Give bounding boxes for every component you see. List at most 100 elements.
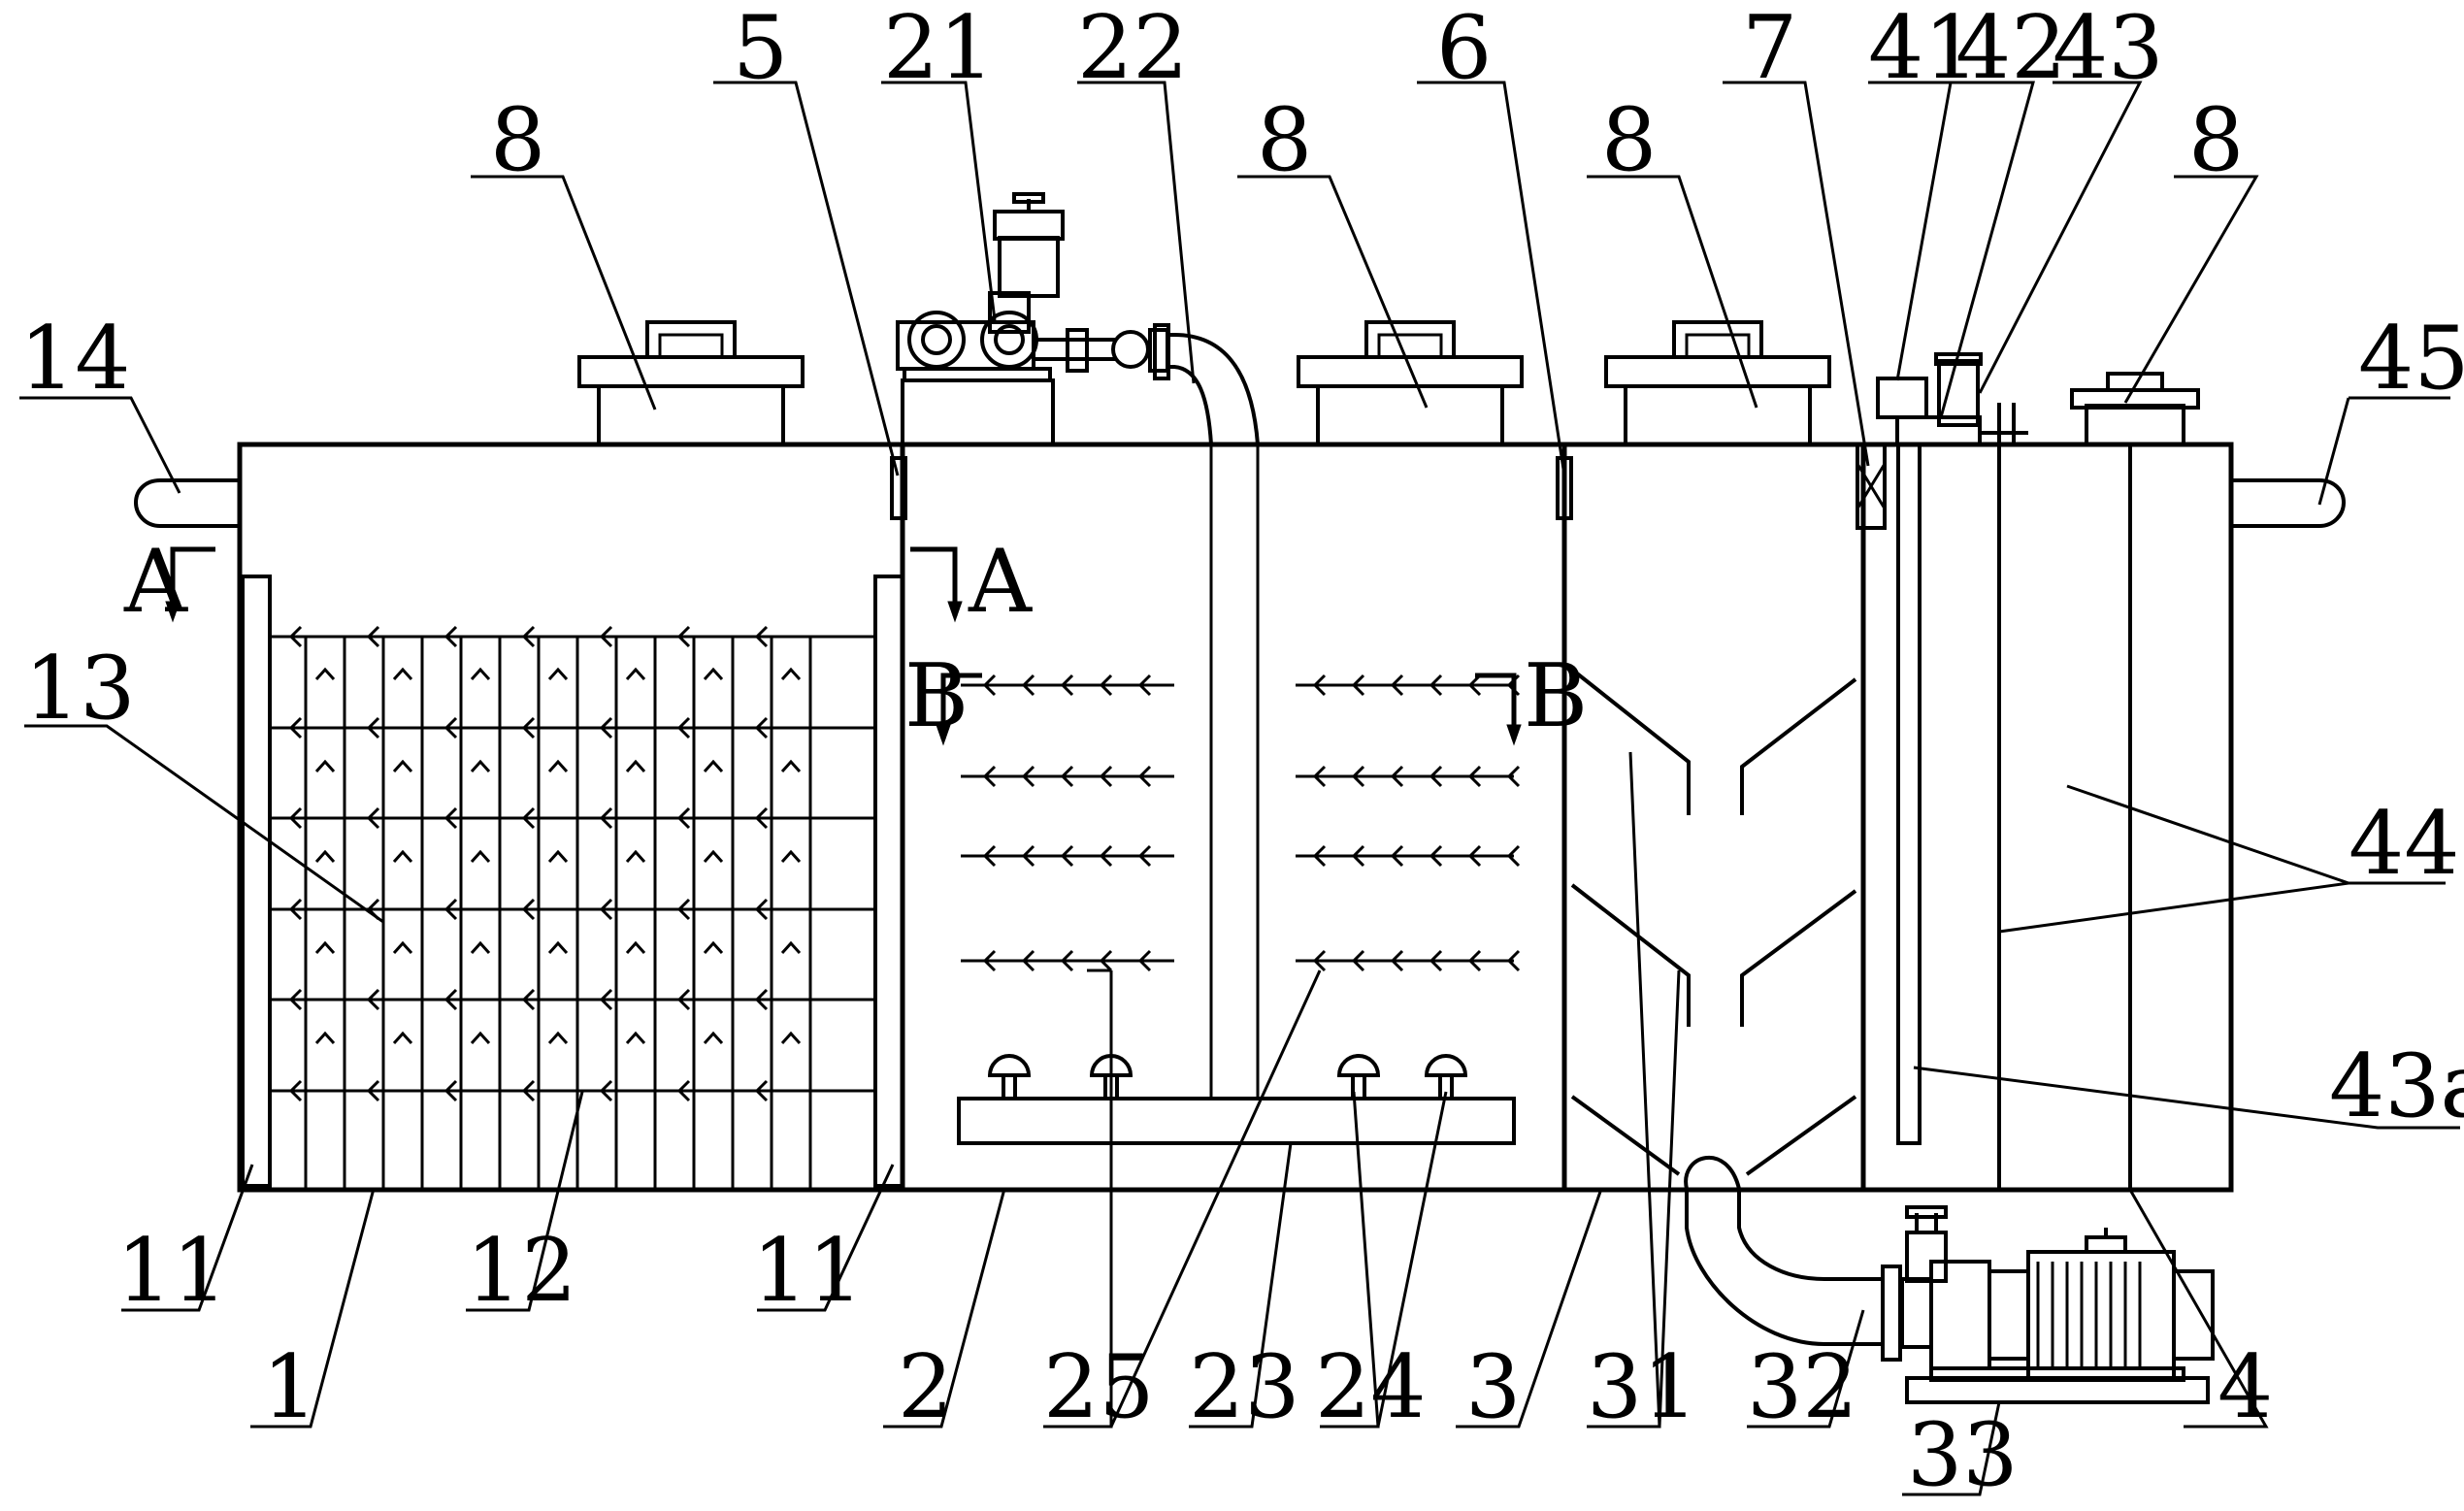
callout-14: 14 — [19, 308, 131, 410]
flow-arrow — [780, 849, 802, 864]
flow-arrow — [1467, 765, 1482, 788]
section-label-b-left: B — [904, 645, 969, 747]
flow-arrow — [1060, 765, 1074, 788]
blower-unit — [896, 192, 1169, 446]
callout-43: 43 — [2053, 0, 2164, 99]
callout-23: 23 — [1189, 1336, 1300, 1438]
callout-2: 2 — [898, 1336, 953, 1438]
section-mark-b-right: B — [1475, 645, 1588, 747]
flow-arrow — [1099, 949, 1113, 972]
flow-arrow — [444, 716, 458, 739]
flow-arrow — [392, 759, 413, 773]
callout-42: 42 — [1955, 0, 2067, 99]
packing-flow-arrows — [961, 673, 1521, 972]
flow-arrow — [1099, 673, 1113, 697]
flow-arrow — [547, 667, 569, 681]
flow-arrow — [1099, 765, 1113, 788]
flow-arrow — [625, 849, 646, 864]
flow-arrow — [780, 759, 802, 773]
flow-arrow — [444, 988, 458, 1011]
callout-31: 31 — [1587, 1336, 1698, 1438]
flow-arrow — [625, 1031, 646, 1045]
flow-arrow — [1506, 844, 1521, 868]
flow-arrow — [780, 667, 802, 681]
flow-arrow — [1390, 844, 1404, 868]
callout-8-third: 8 — [1601, 89, 1657, 191]
flow-arrow — [599, 988, 613, 1011]
inclined-baffle-mid-left — [1570, 883, 1691, 1027]
section-mark-a-left: A — [123, 531, 215, 633]
flow-arrow — [521, 625, 536, 648]
callout-11-left: 11 — [116, 1220, 228, 1322]
flow-arrow — [444, 1079, 458, 1102]
flow-arrow — [470, 849, 491, 864]
callout-7: 7 — [1742, 0, 1797, 99]
flow-arrow — [599, 625, 613, 648]
flow-arrow — [288, 898, 303, 921]
flow-arrow — [599, 806, 613, 830]
flow-arrow — [366, 988, 380, 1011]
flow-arrow — [982, 673, 997, 697]
flow-arrow — [366, 1079, 380, 1102]
flow-arrow — [703, 940, 724, 955]
flow-arrow — [1021, 673, 1035, 697]
flow-arrow — [547, 849, 569, 864]
flow-arrow — [703, 667, 724, 681]
level-gauge-6 — [1556, 456, 1573, 520]
callout-13: 13 — [24, 638, 136, 739]
flow-arrow — [470, 759, 491, 773]
inlet-pipe — [133, 478, 240, 528]
flow-arrow — [1351, 765, 1365, 788]
flow-arrow — [314, 667, 336, 681]
flow-arrow — [599, 1079, 613, 1102]
section-mark-a-right: A — [910, 531, 1033, 633]
manhole-cover-1 — [577, 320, 805, 446]
section-label-a-right: A — [968, 531, 1033, 633]
flow-arrow — [314, 849, 336, 864]
sludge-pump — [1900, 1205, 2215, 1404]
manhole-cover-3 — [1604, 320, 1831, 446]
flow-arrow — [982, 765, 997, 788]
side-plate-left — [241, 575, 272, 1188]
flow-arrow — [599, 898, 613, 921]
flow-arrow — [1390, 765, 1404, 788]
flow-arrow — [1021, 765, 1035, 788]
flow-arrow — [1429, 949, 1443, 972]
flow-arrow — [754, 716, 769, 739]
flow-arrow — [754, 1079, 769, 1102]
flow-arrow — [676, 1079, 691, 1102]
flow-arrow — [1467, 673, 1482, 697]
flow-arrow — [288, 988, 303, 1011]
flow-arrow — [1021, 844, 1035, 868]
flow-arrow — [521, 1079, 536, 1102]
flow-arrow — [625, 667, 646, 681]
air-pipe-bend — [1153, 323, 1260, 445]
callout-45: 45 — [2358, 308, 2464, 410]
callout-3: 3 — [1465, 1336, 1521, 1438]
manhole-cover-4 — [2070, 372, 2200, 446]
callout-24: 24 — [1315, 1336, 1427, 1438]
callout-4: 4 — [2218, 1336, 2273, 1438]
manhole-cover-2 — [1297, 320, 1524, 446]
flow-arrow — [1429, 673, 1443, 697]
callout-11-right: 11 — [752, 1220, 864, 1322]
level-gauge-5 — [890, 456, 907, 520]
flow-arrow — [547, 1031, 569, 1045]
flow-arrow — [1060, 844, 1074, 868]
vent-valve — [1856, 443, 1887, 530]
flow-arrow — [288, 625, 303, 648]
flow-arrow — [1390, 673, 1404, 697]
outlet-pipe — [2231, 478, 2347, 528]
flow-arrow — [1467, 844, 1482, 868]
callout-6: 6 — [1436, 0, 1492, 99]
callout-1: 1 — [262, 1336, 317, 1438]
flow-arrow — [754, 625, 769, 648]
flow-arrow — [1390, 949, 1404, 972]
flow-arrow — [1312, 949, 1327, 972]
section-label-b-right: B — [1524, 645, 1588, 747]
diffuser — [1336, 1054, 1381, 1099]
callout-43a: 43a — [2329, 1035, 2464, 1137]
callout-41: 41 — [1868, 0, 1980, 99]
dosing-tube — [1896, 443, 1922, 1145]
